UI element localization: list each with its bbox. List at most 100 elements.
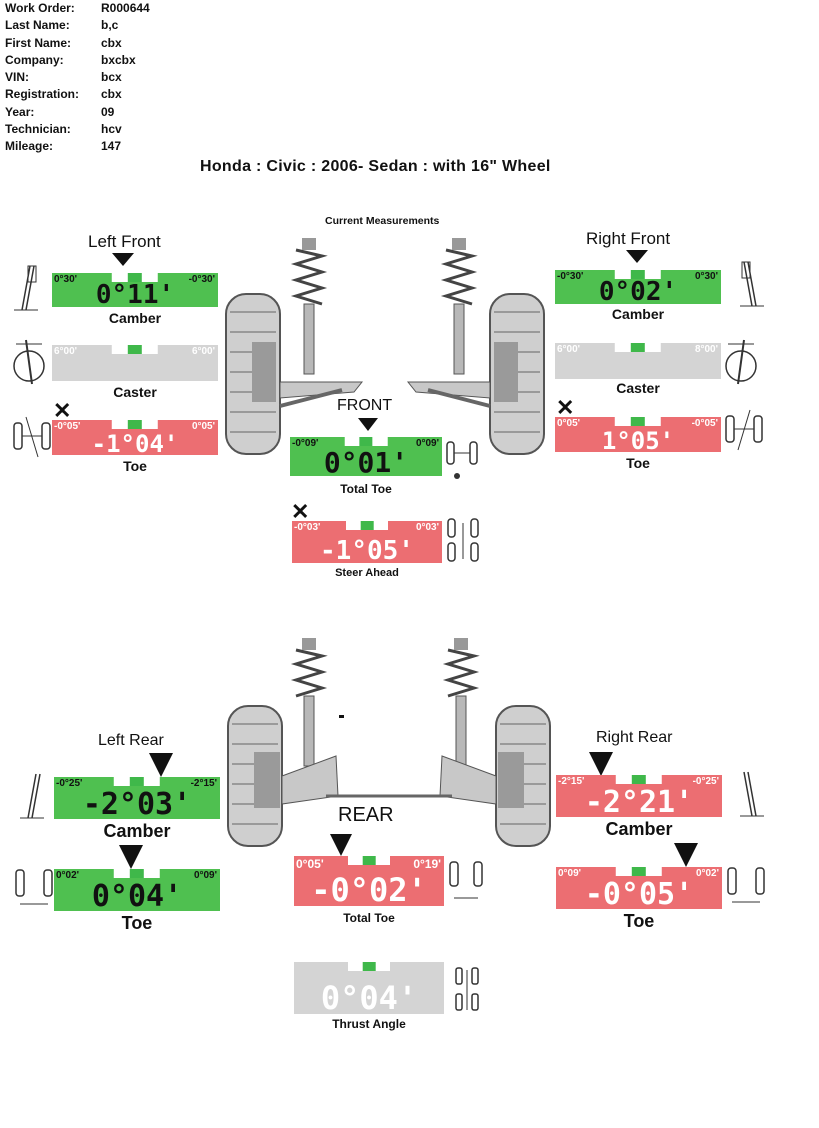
left-rear-toe-value: 0°04' bbox=[91, 879, 183, 911]
vin-label: VIN: bbox=[5, 70, 29, 85]
right-front-caster-caption: Caster bbox=[616, 380, 660, 396]
left-front-caster-max: 6°00' bbox=[191, 346, 215, 357]
rear-total-toe-min: 0°05' bbox=[296, 857, 324, 871]
company-label: Company: bbox=[5, 52, 64, 67]
left-front-camber-max: -0°30' bbox=[188, 274, 215, 285]
company-value: bxcbx bbox=[101, 52, 136, 67]
tolerance-notch bbox=[111, 345, 159, 354]
year-label: Year: bbox=[5, 104, 35, 119]
tolerance-zone bbox=[631, 343, 645, 352]
right-rear-camber-gauge: -2°15' -0°25' -2°21' bbox=[556, 775, 722, 817]
tolerance-zone bbox=[128, 273, 142, 282]
right-front-heading: Right Front bbox=[586, 229, 671, 248]
left-rear-camber-value: -2°03' bbox=[82, 787, 192, 819]
registration-label: Registration: bbox=[5, 87, 80, 102]
tolerance-zone bbox=[362, 962, 376, 971]
left-front-heading: Left Front bbox=[88, 232, 161, 251]
left-front-camber-value: 0°11' bbox=[95, 280, 175, 307]
total-toe-icon bbox=[446, 441, 478, 479]
left-rear-camber-max: -2°15' bbox=[190, 778, 217, 789]
right-front-caster-max: 8°00' bbox=[694, 344, 718, 355]
right-rear-camber-min: -2°15' bbox=[558, 776, 585, 787]
caster-wheel-icon bbox=[725, 339, 757, 385]
right-front-toe-value: 1°05' bbox=[601, 427, 675, 452]
right-rear-camber-value: -2°21' bbox=[584, 785, 694, 817]
tolerance-notch bbox=[615, 775, 663, 784]
left-front-toe-max: 0°05' bbox=[191, 421, 215, 432]
right-front-camber-value: 0°02' bbox=[598, 277, 678, 304]
rear-total-toe-indicator bbox=[330, 834, 352, 856]
steer-ahead-fail-icon: ✕ bbox=[291, 499, 310, 524]
left-rear-toe-gauge: 0°02' 0°09' 0°04' bbox=[54, 869, 220, 911]
last-name-value: b,c bbox=[101, 18, 119, 33]
customer-info: Work Order:R000644 Last Name: b,c First N… bbox=[5, 0, 150, 156]
rear-total-toe-gauge: 0°05' 0°19' -0°02' bbox=[294, 856, 444, 906]
right-rear-heading: Right Rear bbox=[596, 729, 673, 746]
left-rear-heading: Left Rear bbox=[98, 732, 164, 749]
left-front-caster-caption: Caster bbox=[113, 384, 157, 400]
toe-wheels-icon bbox=[13, 416, 51, 458]
left-front-toe-caption: Toe bbox=[123, 458, 147, 474]
vin-value: bcx bbox=[101, 70, 122, 85]
front-total-toe-min: -0°09' bbox=[292, 438, 319, 449]
thrust-angle-gauge: 0°04' bbox=[294, 962, 444, 1014]
current-measurements-heading: Current Measurements bbox=[325, 215, 440, 227]
right-front-caster-gauge: 6°00' 8°00' bbox=[555, 343, 721, 379]
first-name-row: First Name: cbx bbox=[5, 35, 150, 52]
right-rear-toe-min: 0°09' bbox=[558, 868, 582, 879]
left-front-caster-gauge: 6°00' 6°00' bbox=[52, 345, 218, 381]
left-rear-toe-indicator bbox=[119, 845, 143, 869]
left-rear-camber-min: -0°25' bbox=[56, 778, 83, 789]
camber-wheel-icon bbox=[20, 773, 44, 819]
left-rear-toe-min: 0°02' bbox=[56, 870, 80, 881]
steer-ahead-value: -1°05' bbox=[320, 536, 414, 563]
rear-total-toe-caption: Total Toe bbox=[343, 911, 395, 925]
tolerance-notch bbox=[615, 867, 663, 876]
technician-row: Technician:hcv bbox=[5, 121, 150, 138]
mileage-value: 147 bbox=[101, 139, 122, 154]
steer-ahead-min: -0°03' bbox=[294, 522, 321, 533]
tolerance-zone bbox=[632, 775, 646, 784]
tolerance-zone bbox=[130, 869, 144, 878]
tolerance-notch bbox=[111, 273, 159, 282]
tolerance-notch bbox=[113, 869, 161, 878]
right-front-camber-gauge: -0°30' 0°30' 0°02' bbox=[555, 270, 721, 304]
right-rear-toe-max: 0°02' bbox=[695, 868, 719, 879]
tolerance-zone bbox=[128, 420, 142, 429]
camber-wheel-icon bbox=[740, 261, 764, 307]
right-rear-toe-gauge: 0°09' 0°02' -0°05' bbox=[556, 867, 722, 909]
tolerance-notch bbox=[614, 417, 662, 426]
left-front-toe-gauge: -0°05' 0°05' -1°04' bbox=[52, 420, 218, 455]
right-rear-toe-value: -0°05' bbox=[584, 877, 694, 909]
scan-speck bbox=[339, 715, 344, 718]
front-total-toe-max: 0°09' bbox=[415, 438, 439, 449]
front-total-toe-caption: Total Toe bbox=[340, 482, 392, 496]
rear-heading: REAR bbox=[338, 804, 394, 826]
left-front-caster-min: 6°00' bbox=[54, 346, 78, 357]
tolerance-zone bbox=[128, 345, 142, 354]
right-front-toe-caption: Toe bbox=[626, 455, 650, 471]
tolerance-zone bbox=[359, 437, 373, 446]
right-front-camber-min: -0°30' bbox=[557, 271, 584, 282]
tolerance-notch bbox=[344, 437, 388, 446]
mileage-label: Mileage: bbox=[5, 139, 54, 154]
right-front-camber-max: 0°30' bbox=[694, 271, 718, 282]
left-front-camber-caption: Camber bbox=[108, 310, 162, 326]
last-name-label: Last Name: bbox=[5, 18, 70, 33]
work-order-label: Work Order: bbox=[5, 1, 75, 15]
tolerance-notch bbox=[348, 962, 390, 971]
first-name-label: First Name: bbox=[5, 35, 72, 50]
right-front-toe-gauge: 0°05' -0°05' 1°05' bbox=[555, 417, 721, 452]
steer-ahead-icon bbox=[447, 518, 479, 562]
first-name-value: cbx bbox=[101, 35, 122, 50]
tolerance-zone bbox=[130, 777, 144, 786]
technician-value: hcv bbox=[101, 122, 122, 137]
left-front-toe-value: -1°04' bbox=[91, 430, 179, 455]
tolerance-notch bbox=[614, 343, 662, 352]
work-order-row: Work Order:R000644 bbox=[5, 0, 150, 17]
company-row: Company: bxcbx bbox=[5, 52, 150, 69]
camber-wheel-icon bbox=[740, 771, 764, 817]
caster-wheel-icon bbox=[13, 339, 45, 385]
tolerance-notch bbox=[111, 420, 159, 429]
right-front-toe-max: -0°05' bbox=[691, 418, 718, 429]
